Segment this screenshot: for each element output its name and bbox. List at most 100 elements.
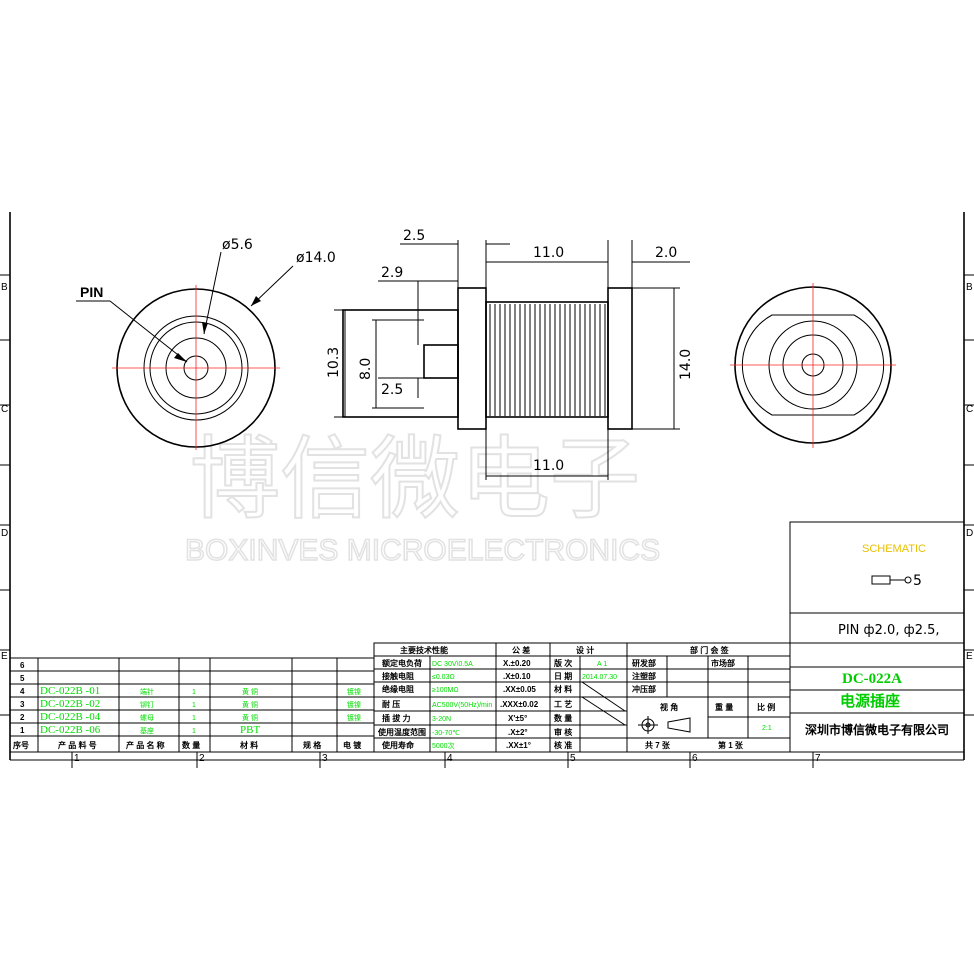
tech-val-0: DC 30V\0.5A xyxy=(432,661,473,668)
parts-header-name: 产 品 名 称 xyxy=(126,740,165,750)
grid-row-d-right: D xyxy=(966,528,973,539)
parts-row-1-qty: 1 xyxy=(192,728,196,735)
design-label-1: 日 期 xyxy=(554,671,572,681)
parts-header-part: 产 品 料 号 xyxy=(58,740,97,750)
grid-col-7: 7 xyxy=(815,753,821,764)
parts-row-3-part: DC-022B -02 xyxy=(40,698,100,710)
parts-row-4-mat: 黄 铜 xyxy=(242,687,258,696)
parts-row-4-qty: 1 xyxy=(192,689,196,696)
grid-row-e-left: E xyxy=(1,651,8,662)
parts-row-3-seq: 3 xyxy=(20,700,25,709)
dept-left-1: 注塑部 xyxy=(632,671,656,681)
dim-length-top: 11.0 xyxy=(533,245,564,261)
tech-key-0: 额定电负荷 xyxy=(382,658,422,668)
parts-row-3-name: 铆钉 xyxy=(140,700,154,709)
grid-row-c-left: C xyxy=(1,404,8,415)
grid-col-1: 1 xyxy=(74,753,80,764)
dim-length-bottom: 11.0 xyxy=(533,458,564,474)
grid-col-5: 5 xyxy=(570,753,576,764)
parts-row-4-name: 端针 xyxy=(140,687,154,696)
design-label-3: 工 艺 xyxy=(554,699,572,709)
design-label-2: 材 料 xyxy=(554,684,572,694)
parts-row-1-name: 基座 xyxy=(140,726,154,735)
grid-row-b-right: B xyxy=(966,282,973,293)
tech-val-5: -30-70℃ xyxy=(432,730,460,737)
sheet-number: 第 1 张 xyxy=(718,740,744,750)
parts-row-1-mat: PBT xyxy=(240,724,260,736)
dim-top-b: 2.9 xyxy=(381,265,403,281)
design-title: 设 计 xyxy=(576,645,594,655)
parts-row-3-plating: 镀镍 xyxy=(347,700,361,709)
tolerance-1: .X±0.10 xyxy=(503,672,531,681)
tolerance-table: 公 差 X.±0.20 .X±0.10 .XX±0.05 .XXX±0.02 X… xyxy=(495,642,551,753)
design-label-4: 数 量 xyxy=(554,713,572,723)
tolerance-5: .X±2° xyxy=(508,728,528,737)
dept-title: 部 门 会 签 xyxy=(690,645,730,655)
front-view: PIN ø5.6 ø14.0 xyxy=(76,237,336,450)
title-block: DC-022A 电源插座 深圳市博信微电子有限公司 xyxy=(789,642,965,753)
scale-value: 2:1 xyxy=(762,725,772,732)
parts-row-1-seq: 1 xyxy=(20,726,25,735)
tech-val-6: 5000次 xyxy=(432,741,455,750)
tolerance-4: X'±5° xyxy=(508,714,527,723)
parts-row-2-plating: 镀镍 xyxy=(347,713,361,722)
parts-row-4-plating: 镀镍 xyxy=(347,687,361,696)
dept-right-0: 市场部 xyxy=(711,658,735,668)
product-name: 电源插座 xyxy=(840,692,900,710)
grid-col-6: 6 xyxy=(692,753,698,764)
company-name: 深圳市博信微电子有限公司 xyxy=(805,722,949,737)
model-number: DC-022A xyxy=(842,671,902,687)
dept-left-0: 研发部 xyxy=(632,658,656,668)
tolerance-0: X.±0.20 xyxy=(503,659,531,668)
parts-row-1-part: DC-022B -06 xyxy=(40,724,101,736)
dim-outer-dia: ø14.0 xyxy=(296,250,336,266)
dept-left-2: 冲压部 xyxy=(632,684,656,694)
pin-label: PIN xyxy=(80,284,103,300)
tech-title: 主要技术性能 xyxy=(400,645,448,655)
dim-flange: 2.0 xyxy=(655,245,677,261)
tech-table: 主要技术性能 额定电负荷 DC 30V\0.5A 接触电阻 ≤0.03Ω 绝缘电… xyxy=(373,642,497,753)
parts-row-2-name: 螺母 xyxy=(140,713,154,722)
parts-row-2-seq: 2 xyxy=(20,713,25,722)
tech-val-3: AC500V(50Hz)/min xyxy=(432,702,492,709)
tolerance-6: .XX±1° xyxy=(506,741,531,750)
tolerance-3: .XXX±0.02 xyxy=(500,700,539,709)
design-value-0: A 1 xyxy=(597,661,607,668)
schematic-box: SCHEMATIC 5 PIN ф2.0, ф2.5, xyxy=(789,521,965,644)
grid-row-b-left: B xyxy=(1,282,8,293)
side-view: 2.5 2.9 11.0 2.0 10.3 8.0 2.5 14.0 11.0 xyxy=(326,228,694,480)
dim-height-right: 14.0 xyxy=(678,349,694,380)
design-label-5: 审 核 xyxy=(554,727,572,737)
dim-height-b: 8.0 xyxy=(358,358,374,380)
parts-header-mat: 材 料 xyxy=(240,740,258,750)
grid-col-2: 2 xyxy=(199,753,205,764)
parts-header-plating: 电 镀 xyxy=(343,740,362,750)
watermark-english: BOXINVES MICROELECTRONICS xyxy=(185,534,660,567)
tolerance-2: .XX±0.05 xyxy=(503,685,536,694)
sheet-total: 共 7 张 xyxy=(645,740,671,750)
parts-row-3-qty: 1 xyxy=(192,702,196,709)
watermark-chinese: 博信微电子 xyxy=(190,427,640,532)
parts-row-2-mat: 黄 铜 xyxy=(242,713,258,722)
dim-top-a: 2.5 xyxy=(403,228,425,244)
tolerance-title: 公 差 xyxy=(512,645,530,655)
parts-row-2-part: DC-022B -04 xyxy=(40,711,101,723)
dim-pin: 2.5 xyxy=(381,382,403,398)
parts-row-5-seq: 5 xyxy=(20,674,25,683)
parts-row-4-seq: 4 xyxy=(20,687,25,696)
tech-val-4: 3-20N xyxy=(432,716,451,723)
dim-inner-dia: ø5.6 xyxy=(222,237,253,253)
pin-spec: PIN ф2.0, ф2.5, xyxy=(838,623,940,638)
parts-header-seq: 序号 xyxy=(13,740,29,750)
tech-val-2: ≥100MΩ xyxy=(432,687,459,694)
scale-label: 比 例 xyxy=(757,702,775,712)
grid-markers: B B C C D D E E 1 2 3 4 5 6 7 xyxy=(0,274,974,768)
design-label-0: 版 次 xyxy=(553,658,572,668)
dim-height-a: 10.3 xyxy=(326,347,342,378)
grid-row-e-right: E xyxy=(966,651,973,662)
grid-col-4: 4 xyxy=(447,753,453,764)
dept-table: 部 门 会 签 研发部 注塑部 冲压部 市场部 视 角 重 量 比 例 2:1 … xyxy=(626,642,791,753)
design-label-6: 核 准 xyxy=(554,740,572,750)
parts-row-4-part: DC-022B -01 xyxy=(40,685,100,697)
